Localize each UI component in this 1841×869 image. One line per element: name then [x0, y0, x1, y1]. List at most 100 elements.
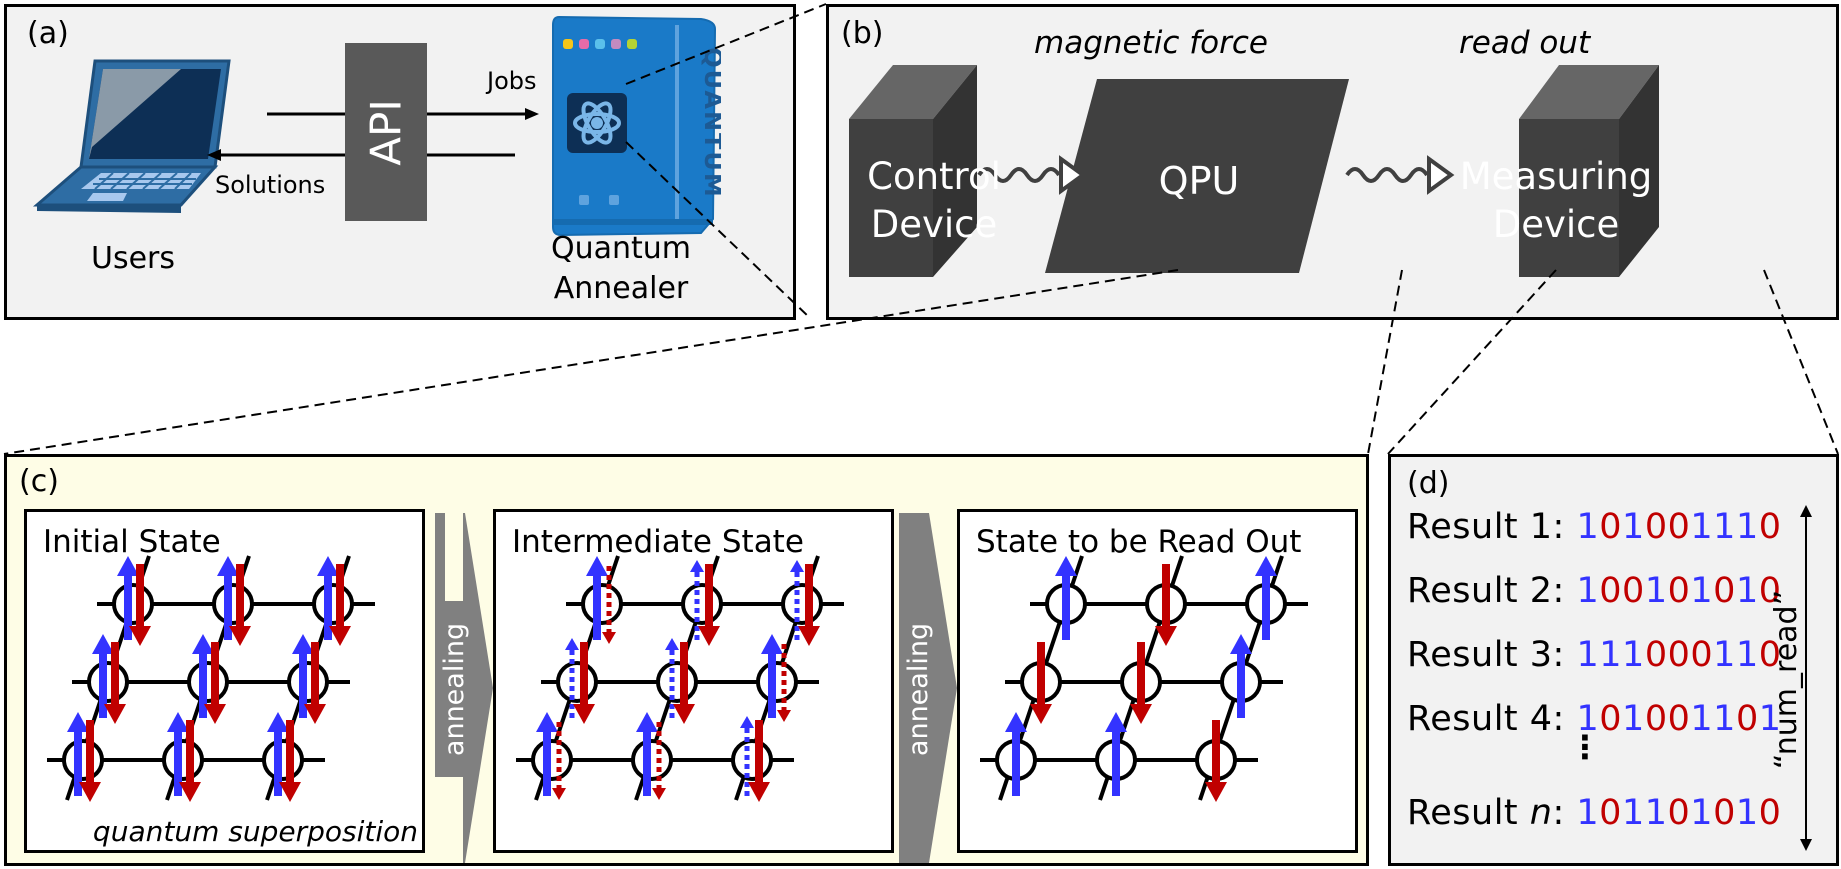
bit-zero: 0: [1599, 793, 1622, 833]
bit-one: 1: [1735, 571, 1759, 611]
bit-zero: 0: [1644, 699, 1668, 739]
control-device-line2: Device: [870, 203, 998, 246]
bit-one: 1: [1576, 699, 1600, 739]
measuring-device-label: Measuring Device: [1451, 153, 1661, 249]
spin-up-arrow-icon: [1005, 712, 1027, 796]
spin-up-arrow-icon: [536, 712, 558, 796]
spin-down-weak-arrow-icon: [602, 566, 616, 644]
panel-b-hardware: (b) magnetic force read out Contro: [826, 4, 1839, 320]
bit-one: 1: [1576, 793, 1600, 833]
annealer-led: [595, 39, 605, 49]
spin-down-arrow-icon: [573, 642, 595, 724]
ellipsis-vertical: ⋮: [1569, 728, 1601, 766]
result-bits: 101001110: [1576, 507, 1781, 547]
qubit-node: [781, 583, 823, 625]
state-box-intermediate: Intermediate State: [493, 509, 894, 853]
spin-up-arrow-icon: [1055, 556, 1077, 640]
annealing-arrow-2: [899, 513, 957, 863]
spin-up-arrow-icon: [292, 634, 314, 718]
result-label: Result 1:: [1407, 507, 1577, 547]
qubit-node: [287, 661, 329, 703]
bit-one: 1: [1735, 635, 1759, 675]
spin-down-arrow-icon: [673, 642, 695, 724]
annealer-label: Quantum Annealer: [551, 229, 691, 309]
result-row: Result 2: 100101010: [1407, 571, 1782, 611]
qubit-node: [212, 583, 254, 625]
control-device-label: Control Device: [849, 153, 1019, 249]
bit-zero: 0: [1599, 699, 1623, 739]
bit-one: 1: [1644, 793, 1668, 833]
bit-zero: 0: [1667, 699, 1691, 739]
result-label: Result: [1407, 793, 1530, 833]
bit-zero: 0: [1599, 507, 1623, 547]
qpu-parallelogram: [1045, 79, 1349, 273]
annealing-label-1: annealing: [439, 622, 471, 756]
result-bits: 101001101: [1576, 699, 1781, 739]
bit-zero: 0: [1690, 635, 1714, 675]
arrow-down-icon: [1800, 839, 1812, 851]
bit-zero: 0: [1667, 507, 1691, 547]
atom-icon: [573, 101, 621, 145]
qubit-node: [187, 661, 229, 703]
result-row: Result n: 101101010: [1407, 793, 1782, 833]
num-read-range-arrow: [1800, 505, 1812, 851]
bit-zero: 0: [1758, 793, 1782, 833]
state-title-read-out: State to be Read Out: [976, 524, 1302, 560]
solutions-label: Solutions: [215, 171, 326, 199]
bit-one: 1: [1690, 699, 1714, 739]
num-read-label: “num_read”: [1769, 589, 1805, 769]
measuring-device-cube: [1519, 65, 1659, 277]
spin-up-weak-arrow-icon: [690, 560, 704, 640]
qubit-node: [162, 739, 204, 781]
spin-up-arrow-icon: [317, 556, 339, 640]
measuring-device-line2: Device: [1492, 203, 1620, 246]
panel-a-label: (a): [27, 16, 69, 51]
bit-zero: 0: [1667, 571, 1691, 611]
spin-down-arrow-icon: [229, 564, 251, 646]
bit-zero: 0: [1758, 635, 1782, 675]
result-label: Result 2:: [1407, 571, 1577, 611]
bit-one: 1: [1622, 699, 1645, 739]
panel-a-user-api-annealer: (a) Users API Jobs Solutions: [4, 4, 796, 320]
qubit-node: [681, 583, 723, 625]
read-out-label: read out: [1459, 25, 1591, 61]
bit-one: 1: [1713, 635, 1736, 675]
spin-down-arrow-icon: [1030, 642, 1052, 724]
quantum-computer-icon: QUANTUM: [552, 15, 721, 237]
annealer-led: [563, 39, 573, 49]
users-label: Users: [91, 241, 176, 276]
jobs-solutions-arrows: [207, 108, 539, 161]
spin-up-weak-arrow-icon: [790, 560, 804, 640]
laptop-icon: [32, 59, 231, 213]
spin-down-arrow-icon: [179, 720, 201, 802]
result-label: Result 4:: [1407, 699, 1577, 739]
annealer-label-line2: Annealer: [553, 271, 689, 306]
spin-up-arrow-icon: [192, 634, 214, 718]
bit-one: 1: [1576, 571, 1600, 611]
qubit-node: [756, 661, 798, 703]
bit-zero: 0: [1644, 507, 1668, 547]
spin-up-arrow-icon: [586, 556, 608, 640]
spin-down-arrow-icon: [329, 564, 351, 646]
qpu-label: QPU: [1158, 159, 1240, 203]
bit-zero: 0: [1713, 571, 1736, 611]
bit-one: 1: [1690, 571, 1714, 611]
spin-up-arrow-icon: [67, 712, 89, 796]
bit-zero: 0: [1758, 507, 1782, 547]
bit-one: 1: [1713, 699, 1736, 739]
panel-c-label: (c): [19, 464, 59, 499]
bit-zero: 0: [1667, 793, 1691, 833]
panel-c-annealing-process: (c) Initial State quantum superposition …: [4, 454, 1369, 866]
bit-zero: 0: [1758, 571, 1782, 611]
qubit-node: [631, 739, 673, 781]
annealer-led: [579, 39, 589, 49]
spin-down-arrow-icon: [129, 564, 151, 646]
spin-up-arrow-icon: [1255, 556, 1277, 640]
bit-one: 1: [1735, 507, 1759, 547]
spin-down-weak-arrow-icon: [777, 644, 791, 722]
spin-down-arrow-icon: [698, 564, 720, 646]
spin-up-arrow-icon: [761, 634, 783, 718]
spin-up-arrow-icon: [267, 712, 289, 796]
bit-one: 1: [1576, 507, 1600, 547]
spin-down-arrow-icon: [798, 564, 820, 646]
